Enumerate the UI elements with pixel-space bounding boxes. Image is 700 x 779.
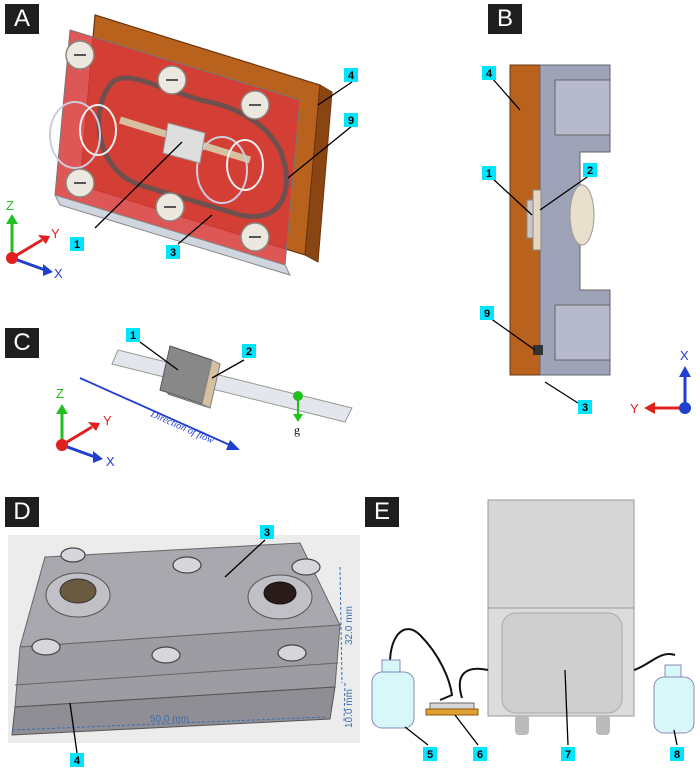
axis-label-x: X [54, 266, 63, 281]
axis-label-y: Y [51, 226, 60, 241]
callout-b-2: 2 [587, 165, 593, 177]
axis-label-x: X [106, 454, 115, 469]
callout-a-1: 1 [74, 239, 80, 251]
axis-label-z: Z [6, 198, 14, 213]
callout-b-9: 9 [484, 308, 490, 320]
panel-a: A [0, 0, 360, 305]
panel-label-c: C [5, 328, 39, 358]
callout-c-2: 2 [246, 346, 252, 358]
callout-a-3: 3 [170, 247, 176, 259]
callout-b-3: 3 [582, 402, 588, 414]
axis-label-z: Z [56, 386, 64, 401]
panel-label-a: A [5, 4, 39, 34]
panel-label-e: E [365, 497, 399, 527]
callout-b-4: 4 [486, 68, 493, 80]
reservoir-bottle-right [653, 664, 695, 734]
panel-label-d: D [5, 497, 39, 527]
panel-d: D 32.0 mm 10.0 mm 50.0 mm [0, 495, 360, 779]
callout-b-1: 1 [486, 168, 492, 180]
sample-flow-schematic: Direction of flow 1 2 g Z Y X [56, 328, 353, 469]
axis-label-y: Y [630, 401, 639, 416]
panel-b: B 4 1 2 9 3 [460, 0, 700, 430]
axes-triad-c: Z Y X [56, 386, 115, 469]
reservoir-bottle-left [371, 659, 415, 729]
flow-cell-mini [425, 702, 479, 716]
dimension-thickness: 10.0 mm [344, 689, 355, 728]
experimental-setup-schematic: 5 6 7 8 [371, 499, 695, 761]
callout-a-4: 4 [348, 70, 355, 82]
callout-d-4: 4 [74, 755, 81, 767]
dimension-length: 50.0 mm [150, 714, 189, 725]
callout-a-9: 9 [348, 115, 354, 127]
panel-e: E [360, 495, 700, 779]
dimension-height: 32.0 mm [344, 606, 355, 645]
callout-e-6: 6 [477, 749, 483, 761]
flow-cell-photo: 32.0 mm 10.0 mm 50.0 mm 3 4 [8, 525, 360, 767]
gravity-indicator: g [293, 391, 303, 437]
callout-e-7: 7 [565, 749, 571, 761]
callout-d-3: 3 [264, 527, 270, 539]
callout-e-8: 8 [674, 749, 680, 761]
gravity-label: g [294, 423, 300, 437]
flow-cell-assembly-drawing: 4 9 1 3 Z Y X [6, 14, 358, 281]
callout-c-1: 1 [130, 330, 136, 342]
axis-label-x: X [680, 348, 689, 363]
pump [487, 499, 635, 735]
axis-label-y: Y [103, 413, 112, 428]
axes-triad-b: X Y [630, 348, 691, 416]
axes-triad-a: Z Y X [6, 198, 63, 281]
flow-cell-cross-section: 4 1 2 9 3 X Y [480, 64, 691, 416]
panel-c: C Direction of flow 1 2 g [0, 320, 360, 480]
callout-e-5: 5 [427, 749, 433, 761]
panel-label-b: B [488, 4, 522, 34]
flow-direction-label: Direction of flow [148, 408, 216, 446]
